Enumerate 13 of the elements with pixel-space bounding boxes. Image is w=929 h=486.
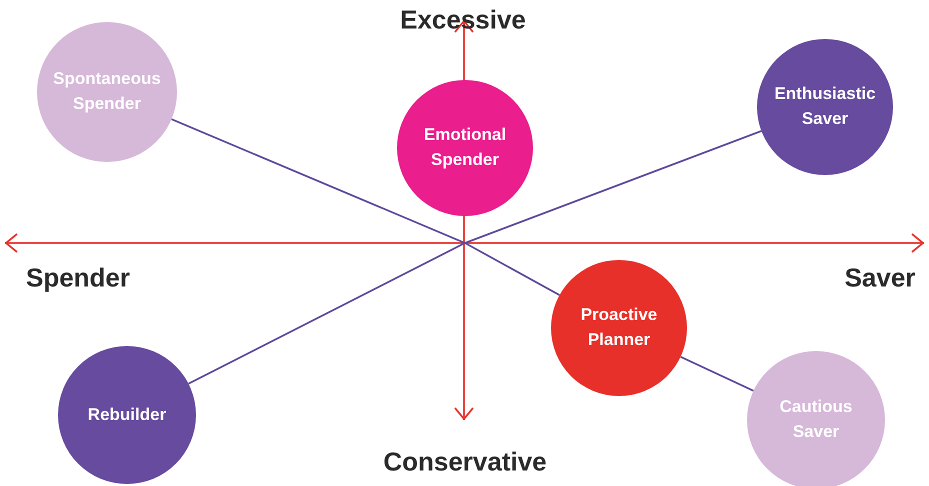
node-label: Spontaneous Spender — [52, 68, 162, 115]
axis-label: Conservative — [383, 446, 547, 478]
connector-line — [188, 130, 762, 384]
node-label: Proactive Planner — [580, 304, 658, 351]
node-label: Enthusiastic Saver — [773, 83, 877, 130]
axis-label: Spender — [26, 262, 130, 294]
axis-label: Excessive — [400, 4, 526, 36]
connector-line — [680, 356, 754, 392]
node-label: Emotional Spender — [422, 124, 508, 171]
node-label: Cautious Saver — [778, 396, 854, 443]
node-label: Rebuilder — [86, 404, 168, 426]
connector-line — [171, 118, 560, 296]
axis-label: Saver — [844, 262, 916, 294]
